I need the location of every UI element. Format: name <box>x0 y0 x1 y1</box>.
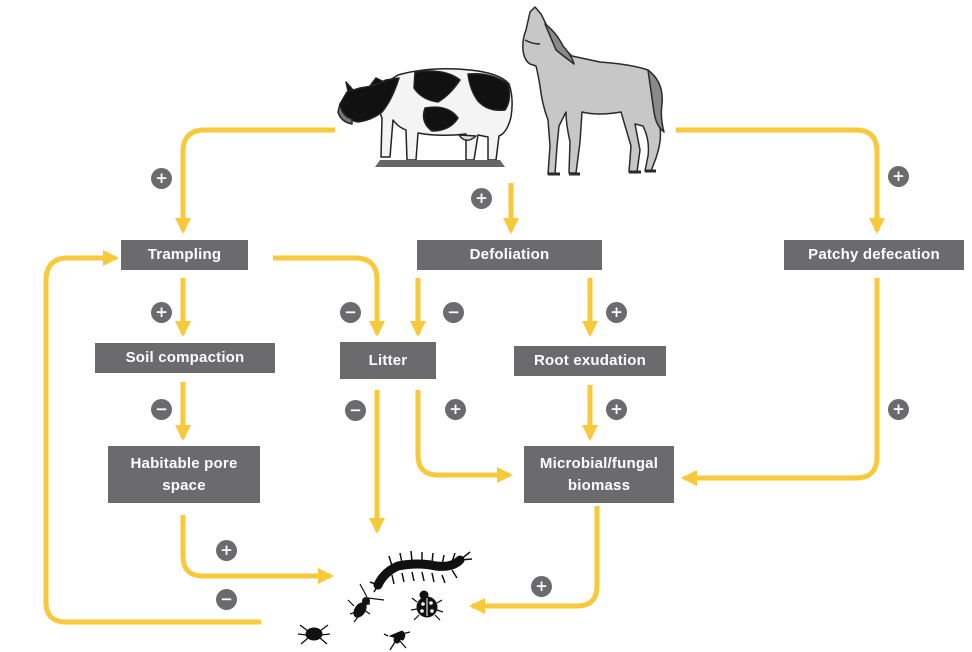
sign-defoliation-to-root-exudation: + <box>606 302 627 323</box>
centipede-icon <box>369 550 473 593</box>
arrow-litter-to-microbial-biomass <box>415 390 513 483</box>
sign-root-exudation-to-microbial-biomass: + <box>606 399 627 420</box>
arrow-microbial-biomass-to-soil-fauna <box>469 506 600 614</box>
sign-microbial-biomass-to-soil-fauna: + <box>531 576 552 597</box>
arrow-trampling-to-litter <box>273 255 385 337</box>
sign-livestock-to-defoliation: + <box>471 188 492 209</box>
sign-trampling-to-litter: − <box>340 302 361 323</box>
arrow-defecation-to-microbial-biomass <box>681 278 880 486</box>
mite-icon <box>297 624 331 645</box>
sign-soil-compaction-to-pore-space: − <box>151 399 172 420</box>
cow-icon <box>337 68 513 167</box>
ladybird-icon <box>410 590 444 621</box>
arrow-livestock-to-trampling <box>175 127 335 234</box>
arrow-soil-fauna-to-trampling <box>43 250 261 625</box>
node-litter: Litter <box>340 342 436 379</box>
node-trampling: Trampling <box>121 240 248 270</box>
node-defoliation: Defoliation <box>417 240 602 270</box>
node-microbial-fungal-biomass-label: Microbial/fungal biomass <box>539 454 659 494</box>
sign-defoliation-to-litter: − <box>443 302 464 323</box>
sign-pore-space-to-soil-fauna: + <box>216 540 237 561</box>
sign-trampling-to-soil-compaction: + <box>151 302 172 323</box>
node-habitable-pore-space: Habitable pore space <box>108 446 260 503</box>
arrow-pore-space-to-soil-fauna <box>180 515 334 584</box>
springtail-icon <box>383 630 411 651</box>
sign-livestock-to-trampling: + <box>151 168 172 189</box>
sign-soil-fauna-to-trampling: − <box>216 589 237 610</box>
horse-icon <box>522 6 665 176</box>
beetle-icon <box>347 583 385 623</box>
sign-livestock-to-patchy-defecation: + <box>888 166 909 187</box>
sign-defecation-to-microbial-biomass: + <box>888 399 909 420</box>
node-soil-compaction: Soil compaction <box>95 343 275 373</box>
node-habitable-pore-space-label: Habitable pore space <box>130 454 238 494</box>
node-patchy-defecation: Patchy defecation <box>784 240 964 270</box>
arrow-livestock-to-patchy-defecation <box>676 127 885 234</box>
sign-litter-to-microbial-biomass: + <box>445 399 466 420</box>
sign-litter-to-soil-fauna: − <box>345 400 366 421</box>
node-root-exudation: Root exudation <box>514 346 666 376</box>
node-microbial-fungal-biomass: Microbial/fungal biomass <box>524 446 674 503</box>
